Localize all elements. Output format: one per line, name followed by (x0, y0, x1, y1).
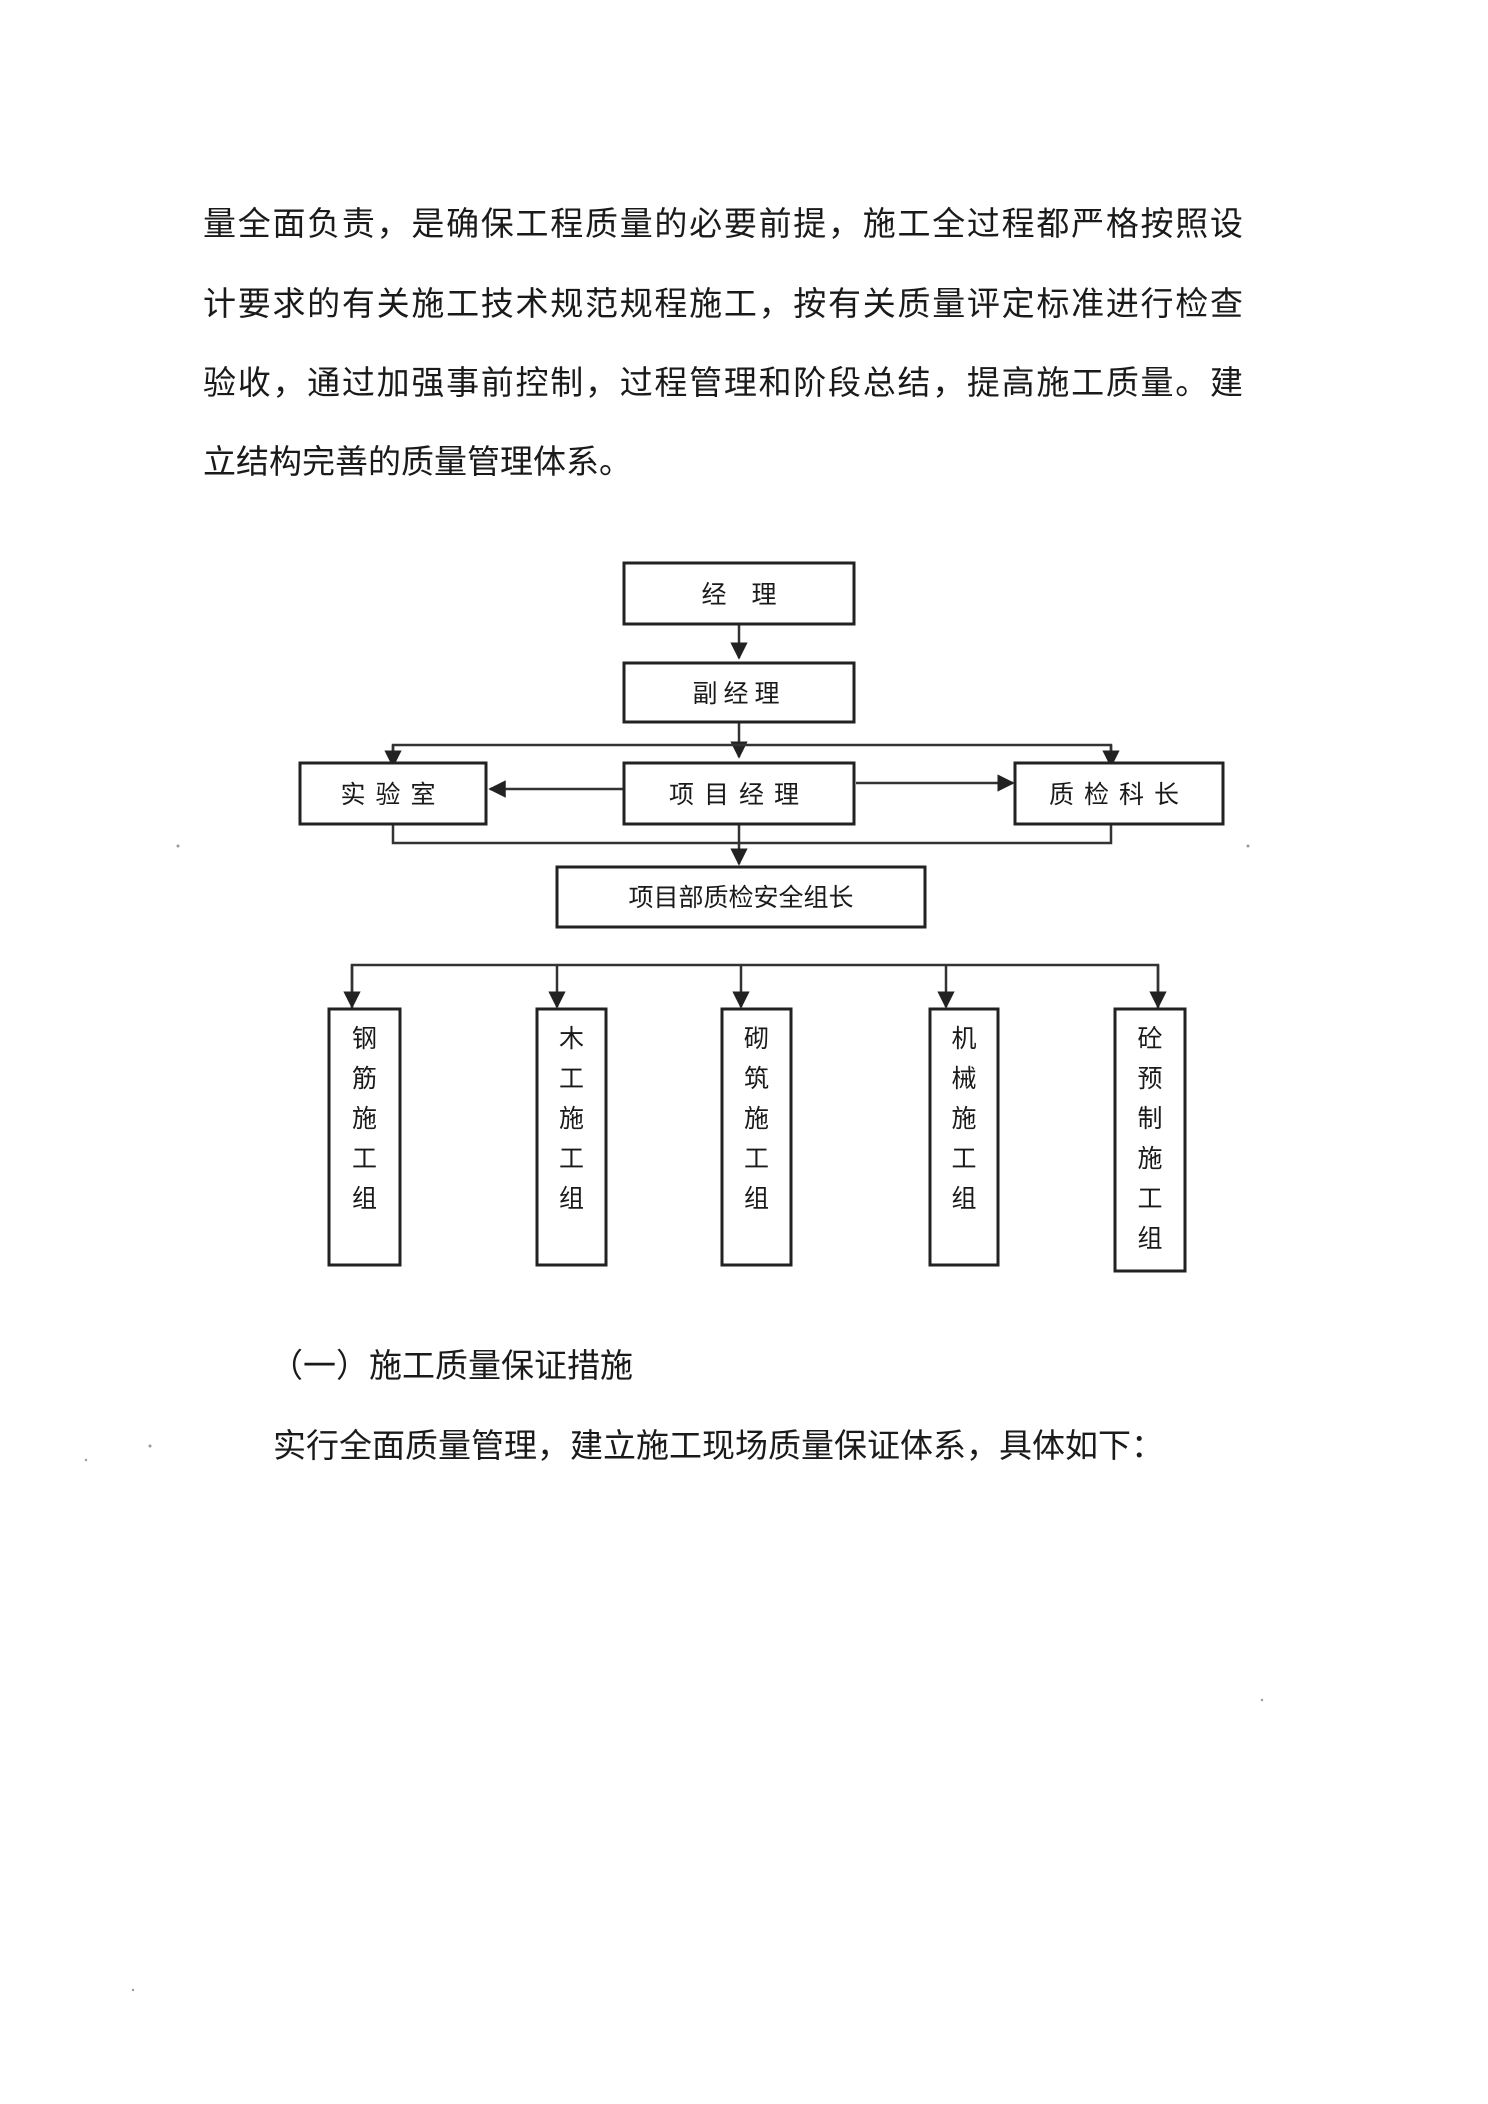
deputy-branch-line (391, 743, 1113, 757)
merge-line (391, 824, 1113, 845)
box-label: 质检科长 (1049, 780, 1189, 809)
team-char: 施 (744, 1104, 769, 1133)
team-char: 组 (1137, 1224, 1162, 1253)
team-masonry: 砌 筑 施 工 组 (720, 1007, 793, 1267)
box-label: 实验室 (340, 780, 445, 809)
team-char: 组 (744, 1184, 769, 1213)
team-precast-concrete: 砼 预 制 施 工 组 (1113, 1007, 1187, 1273)
box-label: 项目部质检安全组长 (628, 883, 853, 912)
team-char: 筑 (744, 1064, 769, 1093)
box-label: 经 理 (701, 580, 776, 609)
team-char: 工 (744, 1144, 769, 1173)
team-char: 组 (951, 1184, 976, 1213)
team-char: 工 (559, 1064, 584, 1093)
team-char: 施 (1137, 1144, 1162, 1173)
box-manager: 经 理 (622, 561, 856, 626)
paragraph-line: 量全面负责，是确保工程质量的必要前提，施工全过程都严格按照设 (203, 204, 1243, 243)
team-char: 施 (352, 1104, 377, 1133)
team-char: 筋 (352, 1064, 377, 1093)
team-machinery: 机 械 施 工 组 (928, 1007, 1000, 1267)
box-label: 项目经理 (669, 780, 809, 809)
paragraph-line: 立结构完善的质量管理体系。 (203, 442, 632, 481)
team-char: 钢 (352, 1024, 377, 1053)
scan-specks (84, 844, 1264, 1992)
team-char: 工 (1137, 1184, 1162, 1213)
section-heading: （一）施工质量保证措施 (270, 1346, 633, 1385)
team-char: 械 (951, 1064, 976, 1093)
box-project-manager: 项目经理 (622, 761, 856, 826)
box-deputy-manager: 副经理 (622, 661, 856, 724)
team-char: 组 (352, 1184, 377, 1213)
team-char: 工 (951, 1144, 976, 1173)
box-safety-leader: 项目部质检安全组长 (555, 865, 927, 929)
section-body: 实行全面质量管理，建立施工现场质量保证体系，具体如下： (273, 1426, 1164, 1465)
team-char: 机 (951, 1024, 976, 1053)
team-char: 砌 (744, 1024, 769, 1053)
paragraph-line: 计要求的有关施工技术规范规程施工，按有关质量评定标准进行检查 (203, 284, 1243, 323)
team-char: 制 (1137, 1104, 1162, 1133)
connector-lines (343, 624, 1167, 1009)
team-carpentry: 木 工 施 工 组 (535, 1007, 608, 1267)
team-char: 木 (559, 1024, 584, 1053)
team-char: 工 (559, 1144, 584, 1173)
team-char: 组 (559, 1184, 584, 1213)
box-laboratory: 实验室 (298, 761, 488, 826)
paragraph-line: 验收，通过加强事前控制，过程管理和阶段总结，提高施工质量。建 (203, 363, 1243, 402)
team-char: 工 (352, 1144, 377, 1173)
team-char: 预 (1137, 1064, 1162, 1093)
box-label: 副经理 (692, 679, 785, 708)
box-quality-chief: 质检科长 (1013, 761, 1225, 826)
teams-branch-line (350, 963, 1160, 1008)
team-steel-bar: 钢 筋 施 工 组 (327, 1007, 402, 1267)
team-char: 施 (559, 1104, 584, 1133)
team-char: 砼 (1137, 1024, 1162, 1053)
team-char: 施 (951, 1104, 976, 1133)
